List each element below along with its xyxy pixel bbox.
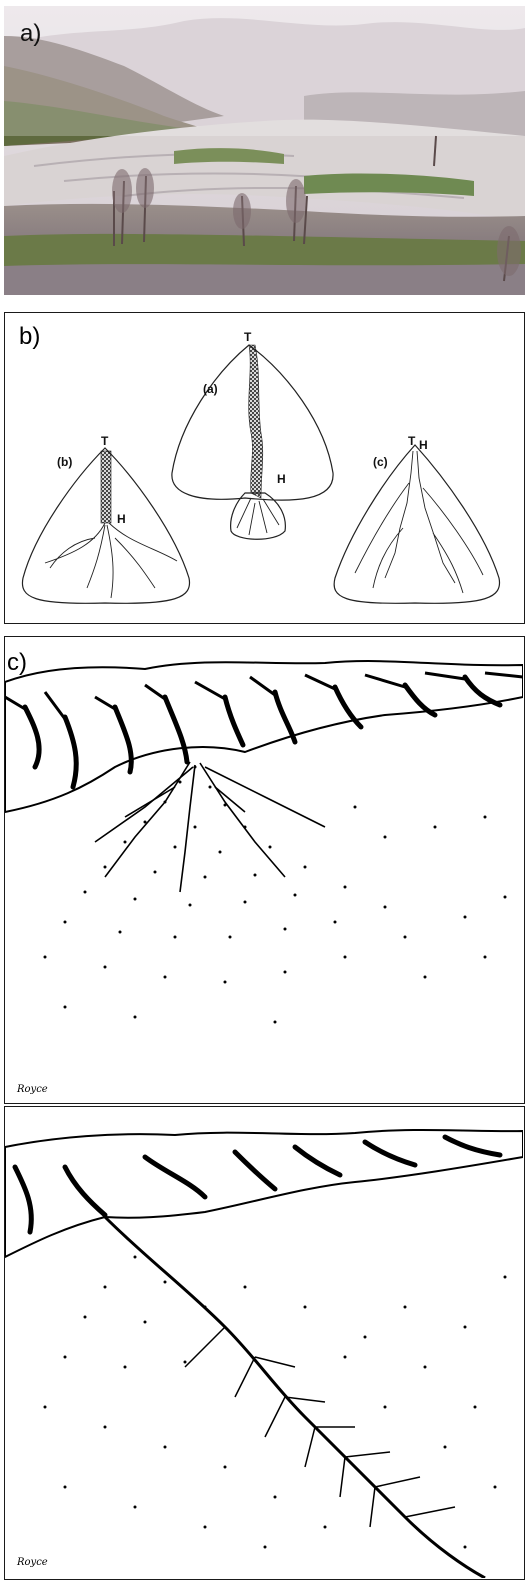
panel-c-signature: Royce bbox=[16, 1084, 48, 1095]
fan-a-apex: T bbox=[244, 330, 252, 344]
panel-d-signature: Royce bbox=[16, 1557, 48, 1568]
fan-c-apex: T bbox=[408, 434, 416, 448]
fan-channels bbox=[105, 1217, 485, 1578]
stipple-field bbox=[44, 766, 507, 1024]
fan-c-drawing bbox=[334, 445, 499, 603]
fan-b-id: (b) bbox=[57, 455, 72, 469]
fan-b-apex: T bbox=[101, 434, 109, 448]
landscape-photo bbox=[4, 6, 525, 295]
panel-d: Royce bbox=[4, 1106, 525, 1580]
fan-a-drawing bbox=[172, 345, 333, 539]
fan-channels bbox=[95, 762, 325, 892]
panel-a-label: a) bbox=[20, 22, 41, 46]
fan-a-id: (a) bbox=[203, 382, 218, 396]
fan-b-hinge: H bbox=[117, 512, 126, 526]
fan-a-hinge: H bbox=[277, 472, 286, 486]
fan-sketch-lower: Royce bbox=[5, 1107, 523, 1578]
fan-c-hinge: H bbox=[419, 438, 428, 452]
fan-sketch-upper: Royce bbox=[5, 637, 523, 1102]
panel-c: c) bbox=[4, 636, 525, 1104]
fan-c-id: (c) bbox=[373, 455, 388, 469]
fan-schematic: (a) T H (b) T H (c) T H bbox=[5, 313, 523, 622]
fan-b-drawing bbox=[22, 448, 189, 603]
stipple-field bbox=[44, 1256, 507, 1549]
panel-a: a) bbox=[4, 6, 525, 295]
panel-b: b) (a) T H (b) T H (c) bbox=[4, 312, 525, 624]
